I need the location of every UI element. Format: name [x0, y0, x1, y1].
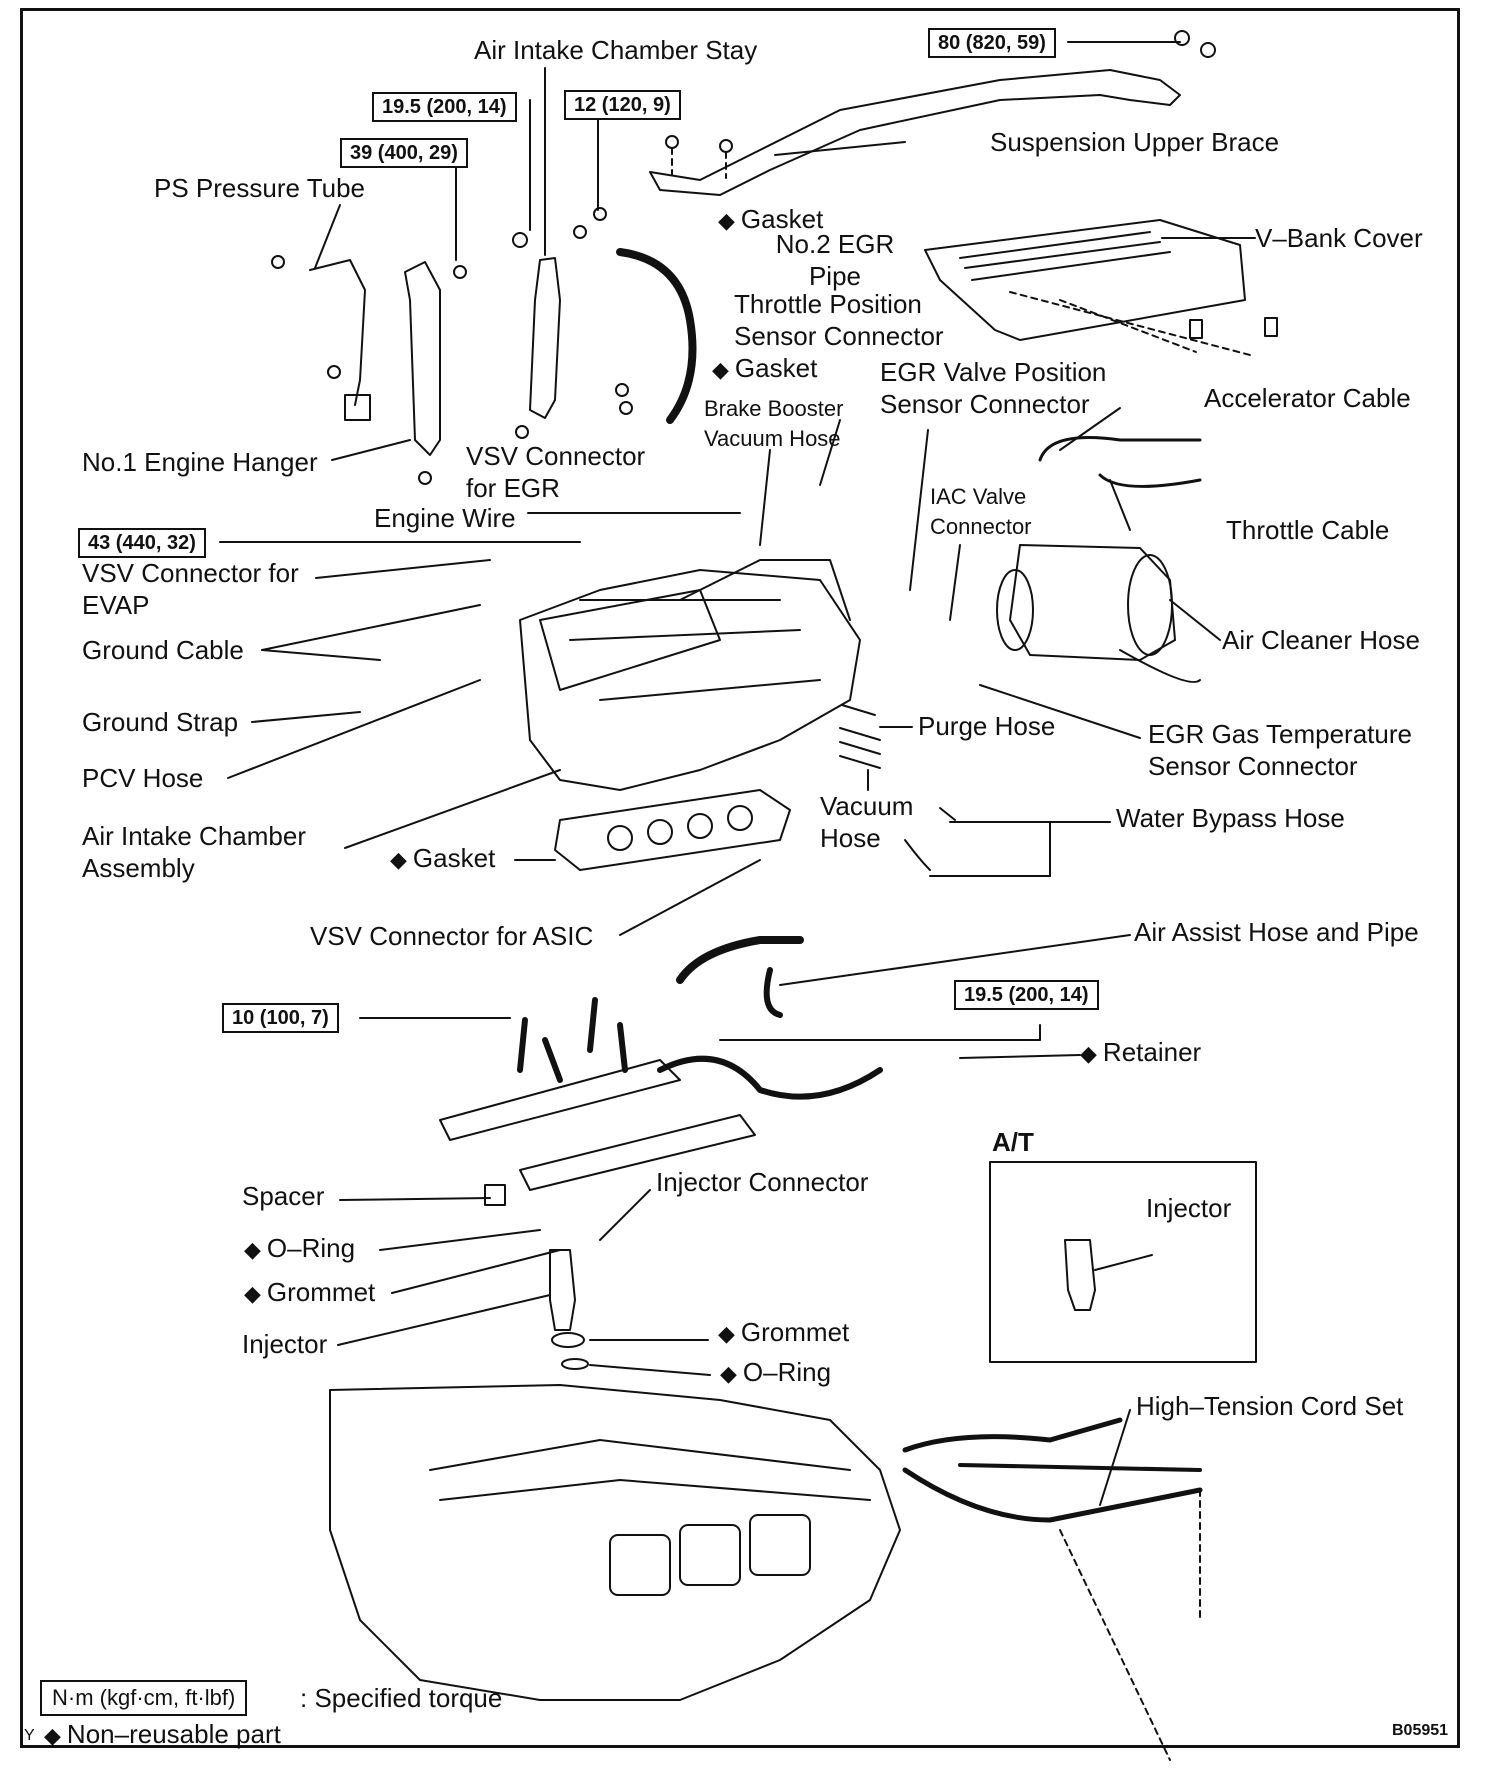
nonreusable-marker: ◆ [244, 1237, 261, 1262]
torque-spec-43: 43 (440, 32) [78, 528, 206, 558]
intake-chamber-part [519, 569, 861, 791]
nonreusable-marker: ◆ [44, 1723, 61, 1748]
label-high-tension-cord-set: High–Tension Cord Set [1136, 1391, 1404, 1421]
torque-spec-12: 12 (120, 9) [564, 90, 681, 120]
ps-pressure-tube-part [309, 259, 366, 406]
label-grommet-text: Grommet [266, 1277, 376, 1307]
egr-pipe-part [616, 248, 697, 424]
legend-nonreusable-text: Non–reusable part [66, 1719, 281, 1749]
fuel-rail-part-2 [519, 1114, 756, 1191]
label-brake-booster-vacuum-hose: Brake Booster Vacuum Hose [704, 396, 844, 451]
legend-torque-text: : Specified torque [300, 1683, 503, 1713]
label-ground-cable: Ground Cable [82, 635, 244, 665]
label-vsv-connector-for-evap: VSV Connector for EVAP [82, 558, 299, 620]
nonreusable-marker: ◆ [718, 208, 735, 233]
label-ground-strap: Ground Strap [82, 707, 239, 737]
legend-torque-box: N·m (kgf·cm, ft·lbf) [40, 1680, 248, 1716]
torque-spec-19-5-top: 19.5 (200, 14) [372, 92, 517, 122]
label-gasket-mid: ◆Gasket [712, 352, 817, 386]
label-vsv-connector-for-asic: VSV Connector for ASIC [310, 921, 594, 951]
fuel-rail-part [439, 1059, 681, 1141]
label-air-intake-chamber-stay: Air Intake Chamber Stay [474, 35, 758, 65]
label-grommet-lower: ◆Grommet [718, 1316, 849, 1350]
nonreusable-marker: ◆ [712, 357, 729, 382]
label-gasket-text: Gasket [740, 204, 824, 234]
suspension-upper-brace-part [649, 69, 1181, 196]
label-accelerator-cable: Accelerator Cable [1204, 383, 1411, 413]
label-egr-gas-temperature-sensor-connector: EGR Gas Temperature Sensor Connector [1148, 719, 1412, 781]
torque-spec-39: 39 (400, 29) [340, 138, 468, 168]
intake-chamber-stay-part [529, 257, 561, 419]
label-iac-valve-connector: IAC Valve Connector [930, 484, 1032, 539]
label-gasket-top: ◆Gasket [718, 203, 823, 237]
intake-gasket-part [554, 789, 791, 871]
air-assist-pipe-part [676, 936, 804, 984]
label-injector: Injector [242, 1329, 328, 1359]
label-at: A/T [992, 1127, 1034, 1157]
v-bank-cover-part [924, 219, 1246, 341]
label-egr-valve-position-sensor-connector: EGR Valve Position Sensor Connector [880, 357, 1107, 419]
nonreusable-marker: ◆ [390, 847, 407, 872]
label-no2-egr-pipe: No.2 EGR Pipe [775, 229, 895, 291]
injector-part [549, 1249, 576, 1331]
label-o-ring-text: O–Ring [266, 1233, 356, 1263]
legend-corner-mark: Y [24, 1727, 35, 1744]
label-o-ring-upper: ◆O–Ring [244, 1232, 355, 1266]
label-gasket-lower: ◆Gasket [390, 842, 495, 876]
torque-spec-10: 10 (100, 7) [222, 1003, 339, 1033]
label-o-ring-text: O–Ring [742, 1357, 832, 1387]
label-gasket-text: Gasket [412, 843, 496, 873]
label-air-assist-hose-and-pipe: Air Assist Hose and Pipe [1134, 917, 1419, 947]
label-injector-connector: Injector Connector [656, 1167, 869, 1197]
engine-hanger-part [404, 261, 441, 456]
label-o-ring-lower: ◆O–Ring [720, 1356, 831, 1390]
label-retainer: ◆Retainer [1080, 1036, 1201, 1070]
label-grommet-upper: ◆Grommet [244, 1276, 375, 1310]
label-throttle-cable: Throttle Cable [1226, 515, 1390, 545]
label-engine-wire: Engine Wire [374, 503, 516, 533]
diagram-frame [20, 8, 1460, 1748]
label-throttle-position-sensor-connector: Throttle Position Sensor Connector [734, 289, 944, 351]
label-ps-pressure-tube: PS Pressure Tube [154, 173, 365, 203]
label-vacuum-hose: Vacuum Hose [820, 791, 914, 853]
label-no1-engine-hanger: No.1 Engine Hanger [82, 447, 318, 477]
engine-block-part [329, 1384, 901, 1701]
nonreusable-marker: ◆ [1080, 1041, 1097, 1066]
label-suspension-upper-brace: Suspension Upper Brace [990, 127, 1280, 157]
torque-spec-80: 80 (820, 59) [928, 28, 1056, 58]
label-gasket-text: Gasket [734, 353, 818, 383]
nonreusable-marker: ◆ [244, 1281, 261, 1306]
at-inset-box [989, 1161, 1257, 1363]
label-water-bypass-hose: Water Bypass Hose [1116, 803, 1345, 833]
label-injector-inset: Injector [1146, 1193, 1232, 1223]
throttle-body-part [1009, 544, 1176, 661]
label-spacer: Spacer [242, 1181, 325, 1211]
legend-nonreusable: ◆Non–reusable part [44, 1718, 281, 1752]
label-air-intake-chamber-assembly: Air Intake Chamber Assembly [82, 821, 306, 883]
label-grommet-text: Grommet [740, 1317, 850, 1347]
label-air-cleaner-hose: Air Cleaner Hose [1222, 625, 1420, 655]
label-retainer-text: Retainer [1102, 1037, 1202, 1067]
label-purge-hose: Purge Hose [918, 711, 1056, 741]
high-tension-cord-part [902, 1417, 1123, 1453]
label-v-bank-cover: V–Bank Cover [1255, 223, 1423, 253]
label-pcv-hose: PCV Hose [82, 763, 204, 793]
torque-spec-19-5-bottom: 19.5 (200, 14) [954, 980, 1099, 1010]
nonreusable-marker: ◆ [718, 1321, 735, 1346]
label-vsv-connector-for-egr: VSV Connector for EGR [466, 441, 646, 503]
figure-id: B05951 [1392, 1722, 1449, 1739]
nonreusable-marker: ◆ [720, 1361, 737, 1386]
